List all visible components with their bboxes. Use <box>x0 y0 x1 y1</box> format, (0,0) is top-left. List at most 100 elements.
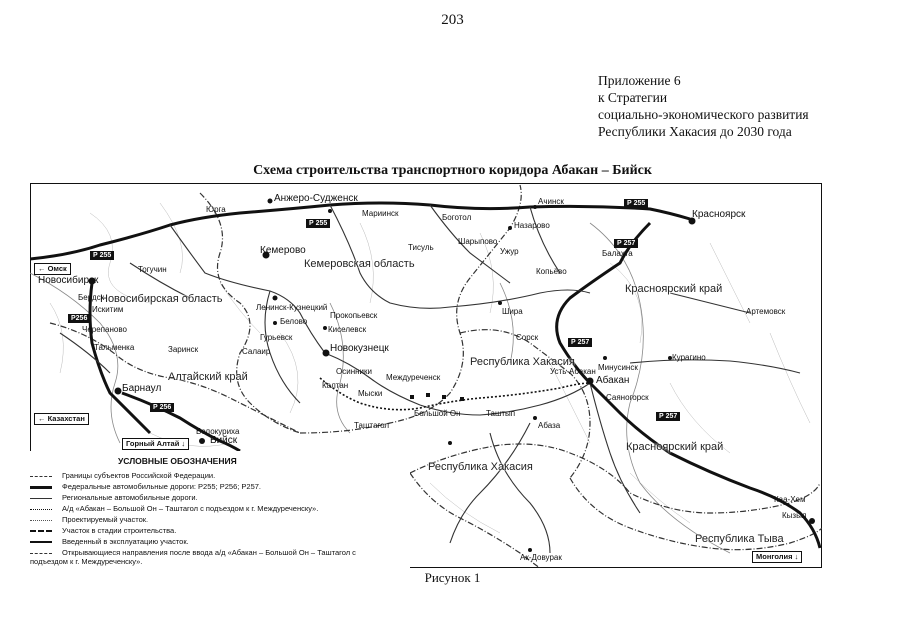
road-shield-r257-center: Р 257 <box>568 338 593 347</box>
legend-text-abakan-road: А/д «Абакан – Большой Он – Таштагол с по… <box>62 504 319 513</box>
appendix-line-4: Республики Хакасия до 2030 года <box>598 124 792 139</box>
region-kemerovo: Кемеровская область <box>304 258 415 270</box>
city-kaltan: Калтан <box>322 381 349 390</box>
legend-item-federal: Федеральные автомобильные дороги: Р255; … <box>30 482 261 491</box>
city-kyzyl: Кызыл <box>782 511 807 520</box>
city-artemovsk: Артемовск <box>746 307 786 316</box>
city-mezhdurechensk: Междуреченск <box>386 373 441 382</box>
road-shield-r256-north: Р256 <box>68 314 91 323</box>
direction-kazakhstan-label: Казахстан <box>47 414 85 423</box>
road-shield-r256-south: Р 256 <box>150 403 175 412</box>
legend-symbol-abakan-road <box>30 508 52 510</box>
road-shield-r257-north: Р 257 <box>614 239 639 248</box>
legend-symbol-construction <box>30 530 52 533</box>
city-osinniki: Осинники <box>336 367 372 376</box>
city-sharypovo: Шарыпово <box>458 237 498 246</box>
legend-text-construction: Участок в стадии строительства. <box>62 526 177 535</box>
legend-item-operational: Введенный в эксплуатацию участок. <box>30 537 189 546</box>
city-biysk: Бийск <box>210 435 238 446</box>
city-prokopyevsk: Прокопьевск <box>330 311 378 320</box>
region-khakasia-north: Республика Хакасия <box>470 356 575 368</box>
city-iskitim: Искитим <box>92 305 124 314</box>
legend-text-operational: Введенный в эксплуатацию участок. <box>62 537 189 546</box>
city-abaza: Абаза <box>538 421 561 430</box>
city-berdsk: Бердск <box>78 293 105 302</box>
appendix-line-2: к Стратегии <box>598 90 668 105</box>
city-achinsk: Ачинск <box>538 197 564 206</box>
city-balakhta: Балахта <box>602 249 633 258</box>
legend-text-regional: Региональные автомобильные дороги. <box>62 493 198 502</box>
legend-symbol-federal <box>30 485 52 489</box>
legend-item-borders: Границы субъектов Российской Федерации. <box>30 471 215 480</box>
city-belokurikha: Белокуриха <box>196 427 240 436</box>
page-number: 203 <box>441 12 464 28</box>
city-sayanogorsk: Саяногорск <box>606 393 649 402</box>
direction-gorny-altai-label: Горный Алтай <box>126 439 180 448</box>
city-bolshoy-on: Большой Он <box>414 409 461 418</box>
road-shield-r255-west: Р 255 <box>90 251 115 260</box>
city-minusinsk: Минусинск <box>598 363 638 372</box>
city-novokuznetsk: Новокузнецк <box>330 343 389 354</box>
legend-symbol-regional <box>30 497 52 499</box>
city-yurga: Юрга <box>206 205 226 214</box>
city-gurievsk: Гурьевск <box>260 333 293 342</box>
city-anzhero-sudzhensk: Анжеро-Судженск <box>274 193 358 204</box>
city-talmenka: Тальменка <box>94 343 135 352</box>
city-barnaul: Барнаул <box>122 383 162 394</box>
direction-kazakhstan: ← Казахстан <box>34 413 89 425</box>
legend-symbol-operational <box>30 541 52 544</box>
city-tashtagol: Таштагол <box>354 421 390 430</box>
city-abakan: Абакан <box>596 375 630 386</box>
city-cherepanovo: Черепаново <box>82 325 127 334</box>
city-uzhur: Ужур <box>500 247 519 256</box>
figure-caption: Рисунок 1 <box>424 570 481 585</box>
city-zarinsk: Заринск <box>168 345 199 354</box>
legend-symbol-projected <box>30 519 52 521</box>
city-tashtyp: Таштып <box>486 409 516 418</box>
appendix-line-3: социально-экономического развития <box>598 107 809 122</box>
city-novosibirsk: Новосибирск <box>38 275 99 286</box>
region-krasnoyarsk-south: Красноярский край <box>626 441 724 453</box>
city-shira: Шира <box>502 307 523 316</box>
road-shield-r255-center: Р 255 <box>306 219 331 228</box>
legend-item-projected: Проектируемый участок. <box>30 515 148 524</box>
legend-title: УСЛОВНЫЕ ОБОЗНАЧЕНИЯ <box>118 456 237 466</box>
region-khakasia-south: Республика Хакасия <box>428 461 533 473</box>
city-kemerovo: Кемерово <box>260 245 306 256</box>
direction-omsk-label: Омск <box>47 264 67 273</box>
city-ak-dovurak: Ак-Довурак <box>520 553 562 562</box>
region-krasnoyarsk-north: Красноярский край <box>625 283 723 295</box>
city-nazarovo: Назарово <box>514 221 550 230</box>
city-mariinsk: Мариинск <box>362 209 399 218</box>
city-leninsk-kuznetsky: Ленинск-Кузнецкий <box>256 303 328 312</box>
legend-text-projected: Проектируемый участок. <box>62 515 149 524</box>
transport-map: Кемеровская область Новосибирская област… <box>30 183 822 568</box>
city-toguchin: Тогучин <box>138 265 167 274</box>
region-tyva: Республика Тыва <box>695 533 784 545</box>
direction-mongolia: Монголия ↓ <box>752 551 803 563</box>
region-novosibirsk: Новосибирская область <box>100 293 223 305</box>
legend-text-directions: Открывающиеся направления после ввода а/… <box>30 548 356 566</box>
road-shield-r257-south: Р 257 <box>656 412 681 421</box>
city-myski: Мыски <box>358 389 383 398</box>
legend-item-regional: Региональные автомобильные дороги. <box>30 493 198 502</box>
city-kopyovo: Копьёво <box>536 267 567 276</box>
map-legend: УСЛОВНЫЕ ОБОЗНАЧЕНИЯ Границы субъектов Р… <box>30 451 410 568</box>
city-ust-abakan: Усть-Абакан <box>550 367 596 376</box>
city-krasnoyarsk: Красноярск <box>692 209 746 220</box>
legend-symbol-border <box>30 475 52 477</box>
city-bogotol: Боготол <box>442 213 472 222</box>
region-altai: Алтайский край <box>168 371 248 383</box>
direction-gorny-altai: Горный Алтай ↓ <box>122 438 190 450</box>
appendix-line-1: Приложение 6 <box>598 73 681 88</box>
city-salair: Салаир <box>242 347 271 356</box>
direction-omsk: ← Омск <box>34 263 71 275</box>
city-sorsk: Сорск <box>516 333 539 342</box>
city-kaa-khem: Каа-Хем <box>774 495 806 504</box>
legend-item-directions: Открывающиеся направления после ввода а/… <box>30 548 370 566</box>
legend-text-federal: Федеральные автомобильные дороги: Р255; … <box>62 482 262 491</box>
road-shield-r255-east: Р 255 <box>624 199 649 208</box>
legend-symbol-directions <box>30 552 52 554</box>
map-title: Схема строительства транспортного коридо… <box>253 163 652 178</box>
city-kiselevsk: Киселевск <box>328 325 367 334</box>
